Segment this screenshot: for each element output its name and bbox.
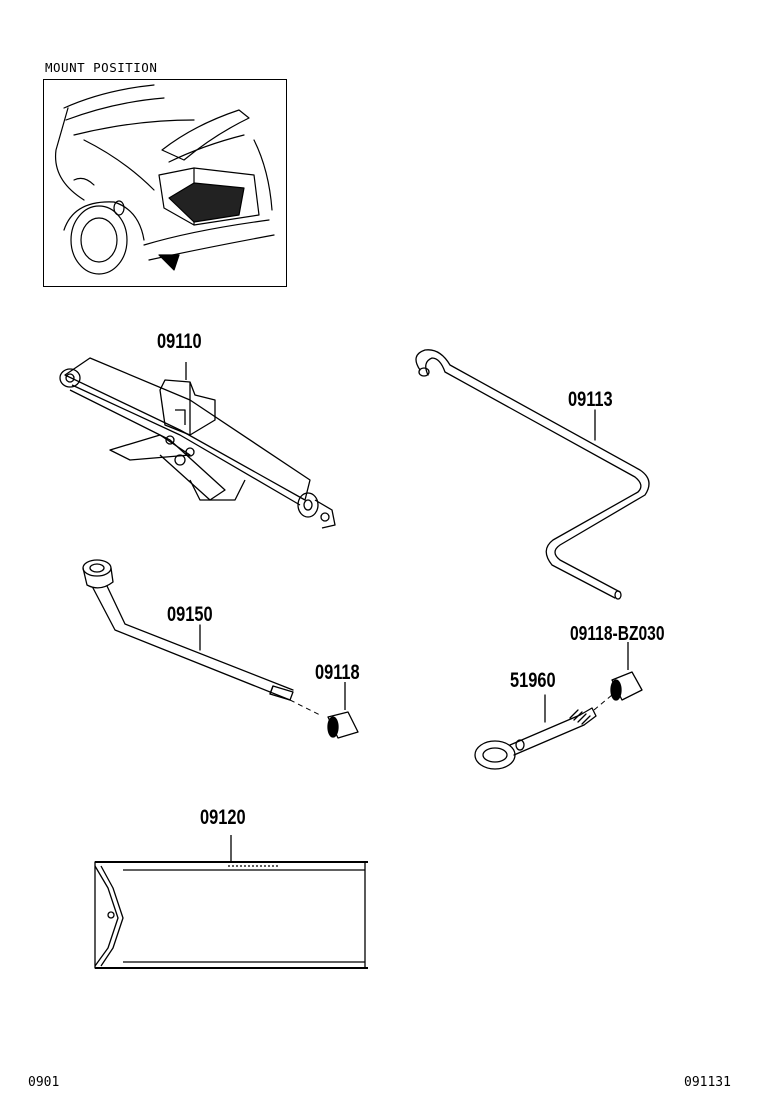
car-rear-illustration bbox=[54, 84, 275, 275]
footer-right-code: 091131 bbox=[684, 1075, 731, 1090]
mount-position-inset bbox=[43, 79, 287, 287]
cap-illustration bbox=[327, 682, 359, 739]
part-label-jack-handle: 09113 bbox=[568, 388, 613, 411]
part-label-wrench: 09150 bbox=[167, 603, 213, 626]
scissor-jack-illustration bbox=[59, 357, 336, 529]
mount-position-label: MOUNT POSITION bbox=[45, 60, 158, 75]
part-label-jack: 09110 bbox=[157, 330, 202, 353]
part-label-cap-bz: 09118-BZ030 bbox=[570, 623, 665, 645]
tow-hook-illustration bbox=[474, 694, 613, 770]
part-label-cap: 09118 bbox=[315, 661, 360, 684]
part-label-tow-hook: 51960 bbox=[510, 669, 556, 692]
cap-bz-illustration bbox=[610, 642, 643, 701]
tool-bag-illustration bbox=[94, 835, 368, 969]
footer-left-code: 0901 bbox=[28, 1075, 60, 1090]
jack-handle-illustration bbox=[415, 349, 650, 600]
wheel-wrench-illustration bbox=[82, 559, 321, 716]
part-label-bag: 09120 bbox=[200, 806, 246, 829]
